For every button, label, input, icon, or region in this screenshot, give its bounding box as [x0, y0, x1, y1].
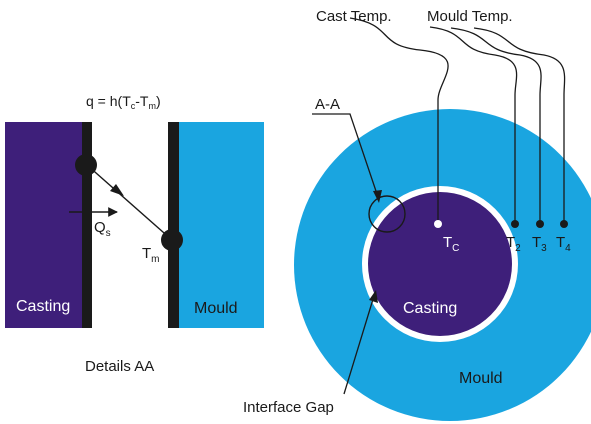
mould-temp-wire-t4	[473, 27, 566, 223]
heat-flux-formula: q = h(Tc-Tm)	[86, 93, 161, 111]
heat-flow-arrowhead	[110, 184, 124, 196]
details-aa-panel: q = h(Tc-Tm) Qs Tm Casting Mould Details…	[5, 93, 264, 375]
details-aa-caption: Details AA	[85, 358, 154, 375]
heat-flow-line	[86, 164, 173, 241]
detail-aa-marker	[368, 195, 406, 233]
mould-block	[179, 122, 264, 328]
tc-label: TC	[443, 234, 459, 254]
casting-label-right: Casting	[403, 300, 457, 317]
mould-wall	[168, 122, 179, 328]
interface-gap-leader	[343, 295, 375, 395]
qs-label: Qs	[94, 219, 111, 239]
casting-block	[5, 122, 82, 328]
cross-section-panel: Cast Temp. Mould Temp. A-A TC T2 T3 T4 C…	[243, 8, 591, 421]
casting-label-left: Casting	[16, 298, 70, 315]
t4-point	[560, 220, 568, 228]
cast-temp-wire	[349, 17, 449, 222]
t3-label: T3	[532, 234, 547, 254]
t2-label: T2	[506, 234, 521, 254]
casting-wall	[82, 122, 92, 328]
interface-gap-label: Interface Gap	[243, 399, 334, 416]
t2-point	[511, 220, 519, 228]
aa-leader	[312, 113, 380, 201]
mould-temp-wire-t3	[450, 27, 542, 223]
mould-surface-point	[161, 229, 183, 251]
t3-point	[536, 220, 544, 228]
interface-gap-arrowhead	[369, 290, 378, 303]
mould-temp-label: Mould Temp.	[427, 8, 513, 25]
mould-label-left: Mould	[194, 300, 238, 317]
mould-label-right: Mould	[459, 370, 503, 387]
casting-core	[368, 192, 512, 336]
cast-temp-label: Cast Temp.	[316, 8, 392, 25]
casting-surface-point	[75, 154, 97, 176]
aa-label: A-A	[315, 96, 340, 113]
tm-label: Tm	[142, 245, 160, 265]
mould-temp-wire-t2	[429, 26, 518, 223]
tc-point	[434, 220, 442, 228]
t4-label: T4	[556, 234, 571, 254]
aa-leader-arrowhead	[373, 190, 382, 203]
